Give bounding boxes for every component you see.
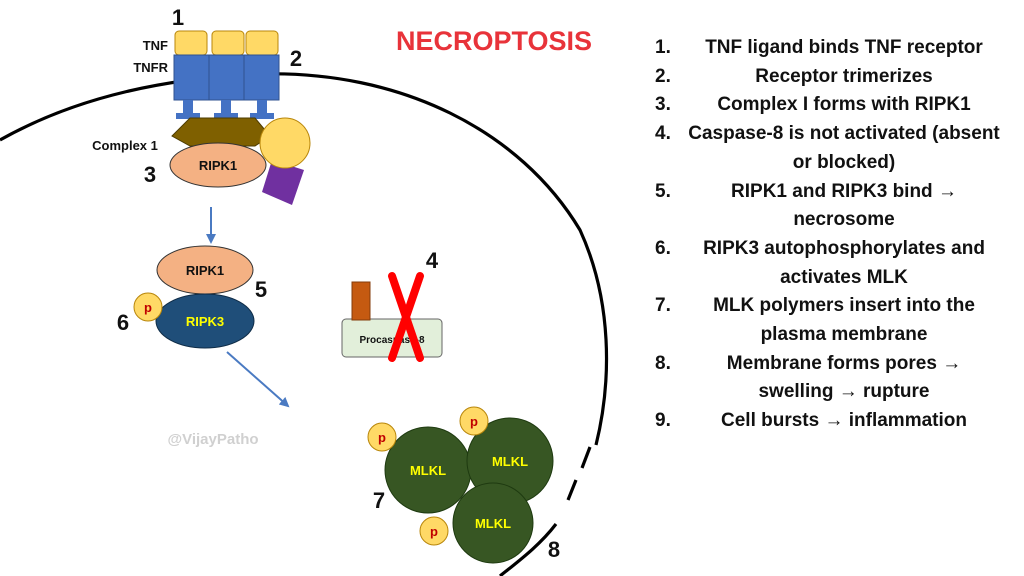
steps-list: 1. TNF ligand binds TNF receptor 2. Recept… (655, 34, 1000, 436)
step-text: RIPK3 autophosphorylates and activates M… (703, 237, 985, 288)
step-number-8: 8 (548, 537, 560, 562)
step-index: 2. (655, 65, 671, 87)
step-text: Caspase-8 is not activated (absent or bl… (688, 123, 1000, 173)
step-index: 7. (655, 295, 671, 317)
ripk3 (155, 293, 255, 349)
step-item: 1. TNF ligand binds TNF receptor (655, 34, 1000, 63)
membrane-pore-segment (499, 523, 558, 576)
arrow-to-mlkl (226, 351, 290, 408)
phosphate-mlkl (419, 516, 449, 546)
receptor-stalk (221, 100, 231, 114)
step-index: 9. (655, 410, 671, 432)
phosphate-label: p (470, 414, 478, 429)
phosphate-ripk3 (133, 292, 163, 322)
cell-membrane (0, 72, 609, 446)
step-number-6: 6 (117, 310, 129, 335)
step-index: 4. (655, 123, 671, 145)
mlkl-label: MLKL (410, 463, 446, 478)
step-text: MLK polymers insert into the plasma memb… (713, 295, 975, 346)
step-index: 1. (655, 37, 671, 58)
step-text: TNF ligand binds TNF receptor (705, 37, 983, 58)
ripk1-complex-1 (169, 142, 267, 188)
phosphate-label: p (430, 524, 438, 539)
step-number-3: 3 (144, 162, 156, 187)
step-text: Complex I forms with RIPK1 (717, 94, 971, 116)
step-index: 5. (655, 180, 671, 202)
step-item: 3. Complex I forms with RIPK1 (655, 91, 1000, 120)
membrane-pore-segment (566, 479, 578, 501)
tnfr-label: TNFR (133, 60, 168, 75)
step-text: Receptor trimerizes (755, 65, 933, 87)
step-index: 8. (655, 352, 671, 374)
receptor-foot (250, 113, 274, 119)
ripk1-label: RIPK1 (186, 263, 224, 278)
step-number-5: 5 (255, 277, 267, 302)
phosphate-mlkl (367, 422, 397, 452)
step-index: 3. (655, 94, 671, 116)
page-title: NECROPTOSIS (396, 26, 592, 56)
step-index: 6. (655, 237, 671, 259)
complex-1-label: Complex 1 (92, 138, 158, 153)
procaspase-8-prodomain (351, 281, 371, 321)
step-text: Cell bursts → inflammation (721, 410, 967, 432)
tnf-label: TNF (143, 38, 168, 53)
phosphate-mlkl (459, 406, 489, 436)
mlkl-label: MLKL (492, 454, 528, 469)
tnf-receptor (243, 54, 280, 101)
step-number-4: 4 (426, 248, 439, 273)
step-item: 7. MLK polymers insert into the plasma me… (655, 292, 1000, 349)
watermark: @VijayPatho (167, 431, 258, 448)
ripk1-label: RIPK1 (199, 158, 237, 173)
tnf-ligand (211, 30, 245, 56)
receptor-foot (176, 113, 200, 119)
membrane-pore-segment (580, 446, 592, 469)
tnf-ligand (174, 30, 208, 56)
complex-1-purple-subunit (262, 160, 304, 205)
step-number-2: 2 (290, 46, 302, 71)
tnf-ligand (245, 30, 279, 56)
step-item: 5. RIPK1 and RIPK3 bind → necrosome (655, 178, 1000, 235)
tnf-receptor (173, 54, 210, 101)
blocked-cross (388, 272, 424, 362)
step-item: 4. Caspase-8 is not activated (absent or … (655, 120, 1000, 177)
receptor-stalk (183, 100, 193, 114)
step-text: Membrane forms pores → swelling → ruptur… (726, 352, 962, 403)
step-number-7: 7 (373, 488, 385, 513)
receptor-stalk (257, 100, 267, 114)
receptor-foot (214, 113, 238, 119)
step-item: 2. Receptor trimerizes (655, 63, 1000, 92)
phosphate-label: p (144, 300, 152, 315)
mlkl-monomer (452, 482, 534, 564)
step-item: 9. Cell bursts → inflammation (655, 407, 1000, 436)
complex-1-yellow-subunit (259, 117, 311, 169)
procaspase-8-label: Procaspase-8 (359, 335, 424, 346)
step-text: RIPK1 and RIPK3 bind → necrosome (731, 180, 957, 231)
step-item: 6. RIPK3 autophosphorylates and activates… (655, 235, 1000, 292)
phosphate-label: p (378, 430, 386, 445)
step-number-1: 1 (172, 5, 184, 30)
mlkl-label: MLKL (475, 516, 511, 531)
tnf-receptor (208, 54, 245, 101)
complex-1-adaptor (171, 117, 271, 147)
ripk3-label: RIPK3 (186, 314, 224, 329)
step-item: 8. Membrane forms pores → swelling → rupt… (655, 350, 1000, 407)
